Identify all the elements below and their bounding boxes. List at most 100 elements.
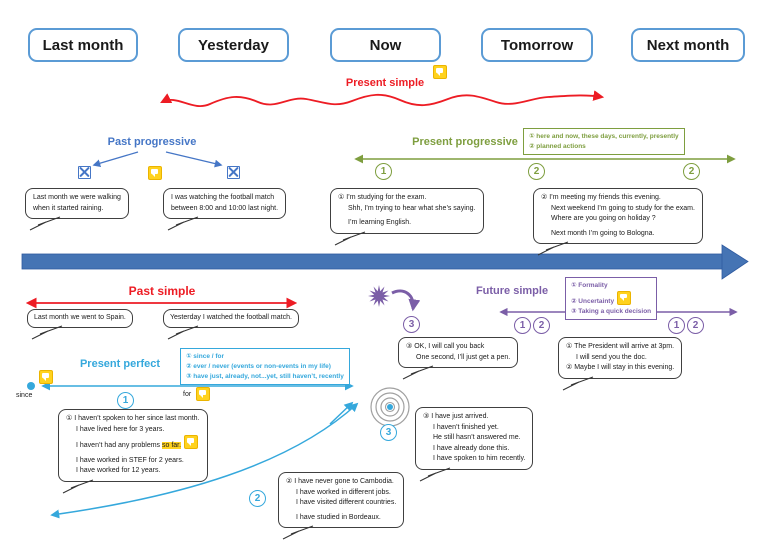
note-line: ② Uncertainty: [571, 290, 651, 307]
past-progressive-left-arrow: [92, 151, 139, 167]
speech-bubble: ③ I have just arrived. I haven’t finishe…: [415, 407, 534, 481]
timeline-box-tomorrow: Tomorrow: [481, 28, 593, 62]
bubble-line: I haven’t finished yet.: [433, 423, 499, 431]
timeline-box-yesterday: Yesterday: [178, 28, 289, 62]
bubble-tail: [334, 231, 366, 245]
present-progressive-title: Present progressive: [412, 136, 518, 148]
bubble-tail: [282, 525, 314, 540]
present-simple-wavy-arrow: [160, 90, 605, 107]
bubble-line: ③ OK, I will call you back: [406, 343, 485, 350]
bubble-line: I have spoken to him recently.: [433, 455, 526, 462]
bubble-line: I have visited different countries.: [296, 499, 397, 506]
note-line: ③ have just, already, not...yet, still h…: [186, 372, 344, 380]
present-perfect-notes: ① since / for ② ever / never (events or …: [180, 348, 350, 386]
bubble-tail: [167, 216, 199, 231]
marker-2: 2: [687, 317, 704, 334]
bubble-line: ③ I have just arrived.: [423, 413, 489, 420]
bubble-line: Last month we were walking: [33, 194, 121, 201]
bubble-line: I have already done this.: [433, 444, 510, 452]
starburst-icon: [368, 285, 390, 307]
present-perfect-title: Present perfect: [79, 358, 161, 370]
bubble-line: I will send you the doc.: [576, 353, 647, 361]
speech-bubble: I was watching the football match betwee…: [163, 188, 287, 231]
marker-1: 1: [668, 317, 685, 334]
bubble-line: Next weekend I’m going to study for the …: [551, 204, 695, 212]
bubble-line: I have worked for 12 years.: [76, 467, 161, 474]
note-line: ② ever / never (events or non-events in …: [186, 362, 331, 370]
bubble-line: Last month we went to Spain.: [34, 314, 126, 321]
note-line: ② planned actions: [529, 142, 586, 150]
bubble-tail: [29, 216, 61, 231]
speech-note-icon: [148, 166, 162, 180]
marker-2: 2: [533, 317, 550, 334]
note-line: ① since / for: [186, 352, 225, 360]
bubble-line: Where are you going on holiday ?: [551, 215, 656, 222]
speech-bubble: Yesterday I watched the football match.: [163, 309, 299, 339]
marker-3: 3: [380, 424, 397, 441]
speech-note-icon: [39, 370, 53, 384]
speech-note-icon: [433, 65, 447, 79]
past-simple-title: Past simple: [128, 284, 196, 298]
speech-note-icon: [196, 387, 210, 401]
bubble-line: Yesterday I watched the football match.: [170, 314, 292, 321]
past-progressive-title: Past progressive: [107, 136, 197, 148]
future-simple-notes: ① Formality ② Uncertainty ③ Taking a qui…: [565, 277, 658, 321]
marker-2: 2: [528, 163, 545, 180]
note-line: ① Formality: [571, 281, 608, 289]
speech-bubble: Last month we went to Spain.: [27, 309, 133, 339]
bubble-line: I have studied in Bordeaux.: [296, 513, 381, 521]
crossed-box-icon: [227, 166, 240, 179]
bubble-tail: [562, 376, 594, 390]
marker-3: 3: [403, 316, 420, 333]
bubble-line: Shh, I’m trying to hear what she’s sayin…: [348, 204, 476, 212]
since-label: since: [16, 392, 33, 399]
timeline-box-last-month: Last month: [28, 28, 138, 62]
speech-bubble: ③ OK, I will call you back One second, I…: [398, 337, 519, 380]
marker-1: 1: [514, 317, 531, 334]
speech-bubble: ① I’m studying for the exam. Shh, I’m tr…: [330, 188, 484, 245]
bubble-line: ② Maybe I will stay in this evening.: [566, 364, 675, 371]
bubble-line: I’m learning English.: [348, 219, 412, 226]
bubble-line: ② I’m meeting my friends this evening.: [541, 194, 661, 201]
speech-bubble: ① I haven’t spoken to her since last mon…: [58, 409, 208, 493]
bubble-line: ① The President will arrive at 3pm.: [566, 343, 675, 350]
for-label: for: [183, 391, 192, 398]
note-line: ③ Taking a quick decision: [571, 307, 652, 315]
spiral-now-icon: [370, 387, 410, 427]
bubble-line: He still hasn’t answered me.: [433, 434, 521, 441]
present-perfect-curve-arrow: [50, 402, 359, 519]
timeline-box-next-month: Next month: [631, 28, 745, 62]
main-timeline-bar: [21, 253, 724, 270]
note-line: ① here and now, these days, currently, p…: [529, 132, 679, 140]
timeline-box-now: Now: [330, 28, 441, 62]
bubble-tail: [402, 365, 434, 380]
past-progressive-right-arrow: [165, 151, 223, 168]
bubble-tail: [62, 479, 94, 493]
bubble-line: I have lived here for 3 years.: [76, 425, 165, 433]
bubble-line: when it started raining.: [33, 204, 104, 212]
bubble-line: One second, I’ll just get a pen.: [416, 353, 511, 361]
marker-2: 2: [249, 490, 266, 507]
marker-1: 1: [117, 392, 134, 409]
main-timeline-arrowhead: [721, 244, 749, 280]
speech-bubble: Last month we were walking when it start…: [25, 188, 129, 231]
bubble-tail: [167, 325, 199, 339]
since-point-dot: [27, 382, 35, 390]
marker-1: 1: [375, 163, 392, 180]
bubble-line: ② I have never gone to Cambodia.: [286, 478, 394, 485]
speech-note-icon: [184, 435, 199, 449]
bubble-line: I have worked in STEF for 2 years.: [76, 456, 184, 464]
bubble-line: ① I haven’t spoken to her since last mon…: [66, 415, 200, 422]
present-simple-title: Present simple: [345, 77, 425, 89]
bubble-line: I was watching the football match: [171, 194, 275, 201]
present-perfect-diagonal-arrow: [329, 401, 354, 425]
bubble-line: ① I’m studying for the exam.: [338, 194, 427, 201]
bubble-line: Next month I’m going to Bologna.: [551, 229, 655, 237]
speech-bubble: ② I have never gone to Cambodia. I have …: [278, 472, 405, 540]
bubble-tail: [537, 241, 569, 256]
bubble-line: between 8:00 and 10:00 last night.: [171, 204, 279, 212]
crossed-box-icon: [78, 166, 91, 179]
decision-curved-arrow: [391, 289, 421, 312]
